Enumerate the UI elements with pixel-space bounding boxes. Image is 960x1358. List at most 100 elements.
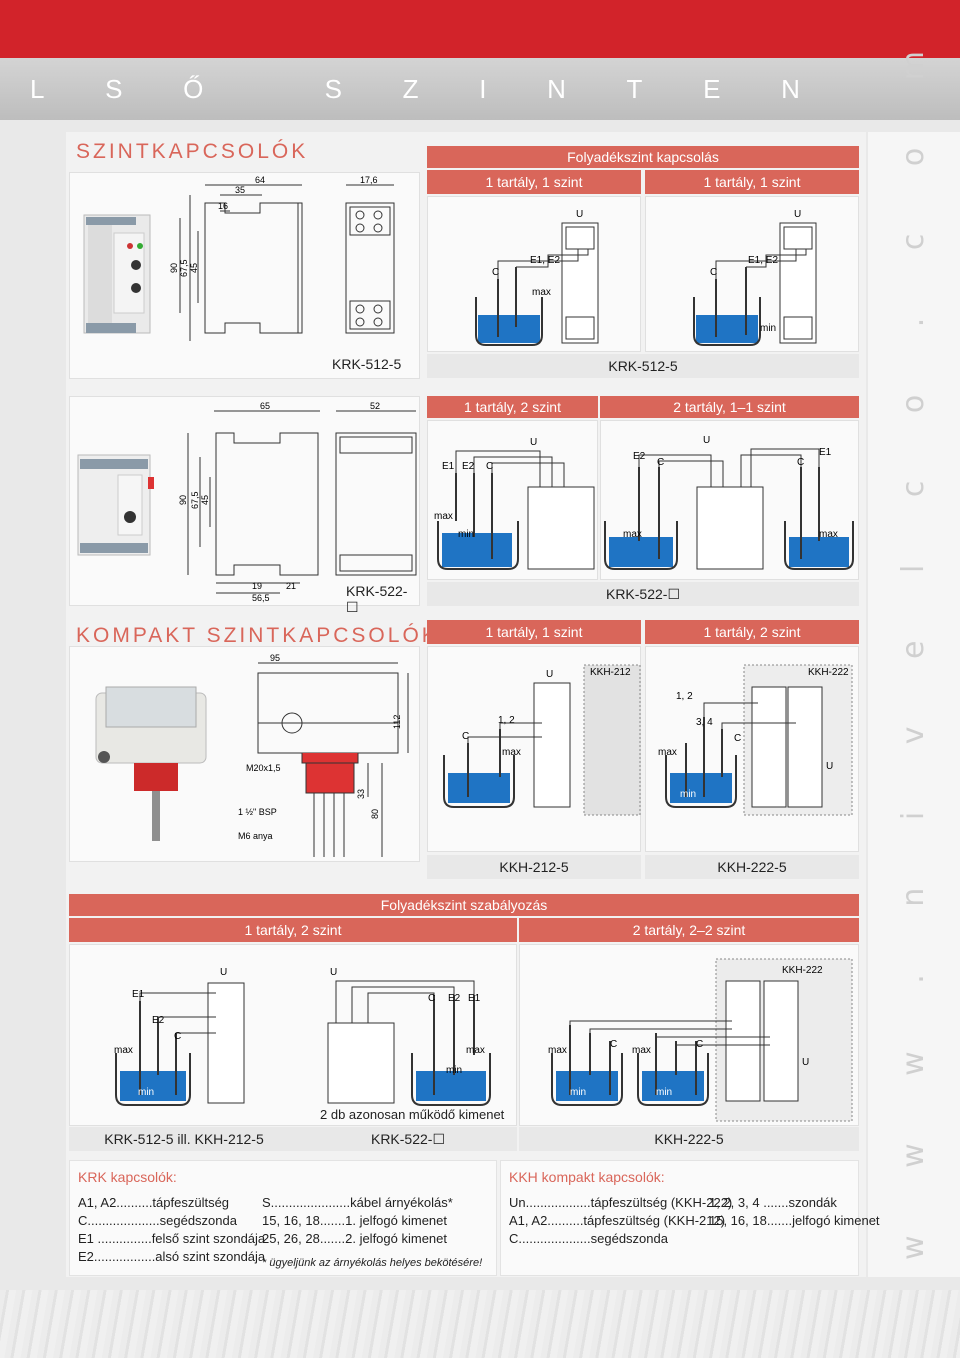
label-min: min — [656, 1087, 672, 1098]
legend-krk-row: C....................segédszonda — [78, 1213, 237, 1228]
dim-90: 90 — [178, 495, 188, 505]
header-kkh-1-tartaly-1-szint: 1 tartály, 1 szint — [427, 620, 641, 644]
diagram-krk522-b: E2 C C E1 max max U — [600, 420, 859, 580]
label-un: U — [794, 209, 801, 220]
wiring-diagram: KKH-212 1, 2 C max U — [443, 664, 641, 816]
diagram-krk512-a: C E1, E2 max U — [427, 196, 641, 352]
header-2-tartaly-1-1-szint: 2 tartály, 1–1 szint — [600, 396, 859, 418]
dim-64: 64 — [255, 175, 265, 185]
wiring-diagram: C E1, E2 min U — [693, 209, 817, 346]
header-kkh-1-tartaly-2-szint: 1 tartály, 2 szint — [645, 620, 859, 644]
diagram-kkh222: KKH-222 1, 2 3, 4 C max min U — [645, 646, 859, 852]
label-max: max — [548, 1045, 567, 1056]
legend-kkh-row: C....................segédszonda — [509, 1231, 668, 1246]
label-e1e2: E1, E2 — [748, 255, 778, 266]
header-1-tartaly-1-szint-a: 1 tartály, 1 szint — [427, 170, 641, 194]
label-e1: E1 — [468, 993, 481, 1004]
label-krk522-row2: KRK-522-☐ — [427, 582, 859, 606]
top-red-bar — [0, 0, 960, 58]
wiring-diagram: E2 C C E1 max max U — [604, 435, 854, 570]
label-un: U — [802, 1057, 809, 1068]
label-min: min — [446, 1065, 462, 1076]
legend-kkh-row: Un..................tápfeszültség (KKH-2… — [509, 1195, 733, 1210]
wiring-diagram: C E1, E2 max U — [475, 209, 599, 346]
section-title-szintkapcsolok: SZINTKAPCSOLÓK — [76, 140, 309, 163]
caption-2-db-kimenet: 2 db azonosan működő kimenet — [320, 1107, 505, 1122]
label-e2: E2 — [633, 451, 646, 462]
section-title-kompakt: KOMPAKT SZINTKAPCSOLÓK — [76, 624, 439, 647]
dim-21: 21 — [286, 581, 296, 591]
dim-m20: M20x1,5 — [246, 763, 281, 773]
legend-krk-row: A1, A2..........tápfeszültség — [78, 1195, 230, 1210]
label-c: C — [174, 1031, 181, 1042]
label-kkh222-5: KKH-222-5 — [645, 855, 859, 879]
kkh-dimension-drawing: 95 112 M20x1,5 33 80 1 ½" BSP M6 anya — [95, 653, 409, 857]
krk522-side-view — [187, 410, 320, 594]
krk522-drawing-panel: 65 90 67,5 45 19 21 56,5 52 KRK-522-☐ — [69, 396, 420, 615]
ribbon-letter: S — [324, 73, 343, 104]
label-max: max — [532, 287, 551, 298]
krk522-drawing-label: KRK-522-☐ — [346, 583, 408, 615]
label-e1: E1 — [442, 461, 455, 472]
label-un: U — [576, 209, 583, 220]
label-c: C — [486, 461, 493, 472]
legend-kkh-title: KKH kompakt kapcsolók: — [509, 1169, 665, 1185]
label-krk512-row1: KRK-512-5 — [427, 354, 859, 378]
krk522-dimension-drawing: 65 90 67,5 45 19 21 56,5 52 — [77, 401, 417, 603]
krk512-front-view — [345, 184, 395, 334]
label-min: min — [458, 529, 474, 540]
label-un: U — [703, 435, 710, 446]
label-c: C — [610, 1039, 617, 1050]
header-2-tartaly-2-2-szint: 2 tartály, 2–2 szint — [519, 918, 859, 942]
label-c: C — [797, 457, 804, 468]
label-max: max — [434, 511, 453, 522]
dim-112: 112 — [392, 715, 402, 729]
label-c: C — [696, 1039, 703, 1050]
label-kkh212-5: KKH-212-5 — [427, 855, 641, 879]
label-1-2: 1, 2 — [498, 715, 515, 726]
dim-bsp: 1 ½" BSP — [238, 807, 277, 817]
dim-45: 45 — [200, 495, 210, 505]
krk512-drawing-panel: 64 35 16 90 67,5 45 17,6 KRK-512-5 — [69, 172, 420, 379]
legend-krk-row: 15, 16, 18.......1. jelfogó kimenet — [262, 1213, 448, 1228]
label-e1: E1 — [132, 989, 145, 1000]
ribbon-letter: L — [30, 73, 45, 104]
label-un: U — [220, 967, 227, 978]
dim-80: 80 — [370, 809, 380, 819]
label-e2: E2 — [448, 993, 461, 1004]
diagram-reg-2tank: KKH-222 C C max max min min U — [519, 944, 859, 1126]
bottom-texture — [0, 1290, 960, 1358]
label-un: U — [330, 967, 337, 978]
dim-35: 35 — [235, 185, 245, 195]
dim-33: 33 — [356, 789, 366, 799]
wiring-diagram: E1 E2 C max min U — [434, 437, 595, 570]
label-e1e2: E1, E2 — [530, 255, 560, 266]
label-kkh-212: KKH-212 — [590, 667, 631, 678]
header-1-tartaly-1-szint-b: 1 tartály, 1 szint — [645, 170, 859, 194]
side-column — [868, 132, 960, 1277]
label-un: U — [530, 437, 537, 448]
diagram-krk512-b: C E1, E2 min U — [645, 196, 859, 352]
wiring-diagram: E1 E2 C max min U C E2 E1 max min U — [114, 967, 491, 1106]
krk522-front-view — [335, 410, 417, 576]
ribbon-letter: N — [781, 73, 800, 104]
dim-m6-anya: M6 anya — [238, 831, 273, 841]
dim-67-5: 67,5 — [179, 259, 189, 277]
ribbon-letter: Ő — [183, 73, 204, 104]
label-c: C — [462, 731, 469, 742]
label-min: min — [138, 1087, 154, 1098]
label-c: C — [428, 993, 435, 1004]
dim-52: 52 — [370, 401, 380, 411]
legend-krk-row: E2.................alsó szint szondája — [78, 1249, 266, 1264]
legend-krk-row: S......................kábel árnyékolás* — [262, 1195, 453, 1210]
wiring-diagram: KKH-222 C C max max min min U — [548, 958, 853, 1122]
label-c: C — [734, 733, 741, 744]
label-e2: E2 — [152, 1015, 165, 1026]
krk512-device-photo — [83, 214, 151, 334]
legend-kkh-row: 1, 2, 3, 4 .......szondák — [709, 1195, 837, 1210]
label-min: min — [760, 323, 776, 334]
legend-kkh-row: A1, A2..........tápfeszültség (KKH-212) — [509, 1213, 726, 1228]
label-c: C — [657, 457, 664, 468]
krk512-drawing-label: KRK-512-5 — [332, 356, 402, 372]
legend-krk-title: KRK kapcsolók: — [78, 1169, 177, 1185]
